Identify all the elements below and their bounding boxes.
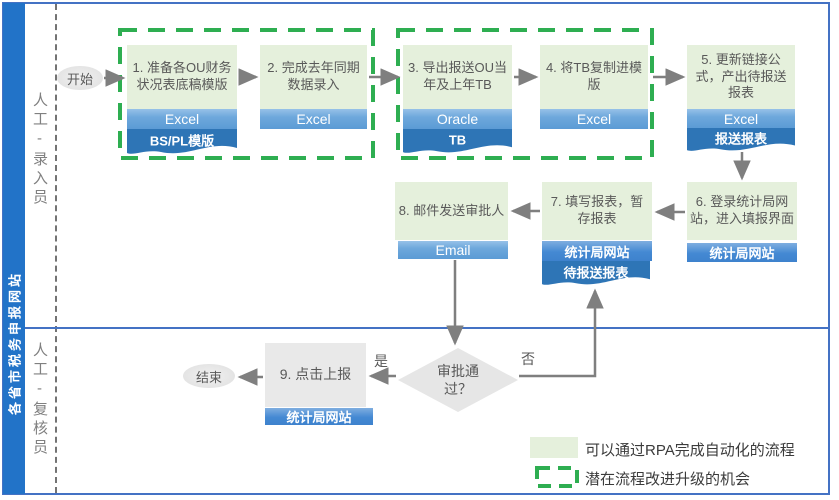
step-2-tool-badge: Excel xyxy=(260,109,367,129)
end-node: 结束 xyxy=(183,364,235,388)
decision-label: 审批通过？ xyxy=(437,362,479,397)
step-4-title: 4. 将TB复制进模版 xyxy=(545,60,643,92)
step-5-doc-label: 报送报表 xyxy=(714,131,767,147)
step-4-tool-badge: Excel xyxy=(540,109,648,129)
start-node: 开始 xyxy=(57,66,103,90)
decision-yes-label: 是 xyxy=(374,353,388,369)
step-7-site-badge: 统计局网站 xyxy=(542,241,652,261)
step-5-box: 5. 更新链接公式，产出待报送报表 xyxy=(687,45,795,109)
legend-rpa-swatch xyxy=(530,437,578,458)
lane-label-separator xyxy=(55,4,57,493)
decision-no-label: 否 xyxy=(521,351,535,367)
diamond-shape xyxy=(398,348,518,412)
step-1-doc-label: BS/PL模版 xyxy=(149,133,215,149)
step-6-box: 6. 登录统计局网站，进入填报界面 xyxy=(687,182,797,240)
step-8-box: 8. 邮件发送审批人 xyxy=(395,182,508,240)
sidebar-title: 各省市税务申报网站 xyxy=(7,270,23,416)
step-2-box: 2. 完成去年同期数据录入 xyxy=(260,45,367,109)
step-7-title: 7. 填写报表，暂存报表 xyxy=(550,194,644,226)
step-6-site-badge: 统计局网站 xyxy=(687,243,797,262)
decision-diamond: 审批通过？ xyxy=(398,348,518,412)
step-5-title: 5. 更新链接公式，产出待报送报表 xyxy=(695,52,787,101)
lane-1-label: 人工-录入员 xyxy=(31,92,48,208)
step-9-box: 9. 点击上报 xyxy=(265,343,366,407)
step-1-box: 1. 准备各OU财务状况表底稿模版 xyxy=(127,45,237,109)
step-9-site-badge: 统计局网站 xyxy=(265,408,373,425)
step-6-title: 6. 登录统计局网站，进入填报界面 xyxy=(690,194,795,226)
sidebar-bar: 各省市税务申报网站 xyxy=(3,3,25,494)
step-3-tool-badge: Oracle xyxy=(403,109,512,129)
step-8-title: 8. 邮件发送审批人 xyxy=(398,202,505,218)
step-7-box: 7. 填写报表，暂存报表 xyxy=(542,182,652,240)
step-5-doc-badge: 报送报表 xyxy=(687,128,795,152)
step-8-tool-badge: Email xyxy=(398,241,508,259)
step-3-box: 3. 导出报送OU当年及上年TB xyxy=(403,45,512,109)
step-3-title: 3. 导出报送OU当年及上年TB xyxy=(408,60,507,92)
step-1-title: 1. 准备各OU财务状况表底稿模版 xyxy=(132,60,232,92)
step-2-title: 2. 完成去年同期数据录入 xyxy=(267,60,360,92)
lane-divider xyxy=(25,327,828,329)
lane-2-label: 人工-复核员 xyxy=(31,342,48,458)
step-3-doc-label: TB xyxy=(448,132,467,147)
legend-rpa-label: 可以通过RPA完成自动化的流程 xyxy=(585,442,795,459)
step-7-doc-badge: 待报送报表 xyxy=(542,261,650,286)
step-3-doc-badge: TB xyxy=(403,129,512,154)
step-1-tool-badge: Excel xyxy=(127,109,237,129)
legend-improvement-label: 潜在流程改进升级的机会 xyxy=(585,471,751,488)
step-1-doc-badge: BS/PL模版 xyxy=(127,129,237,155)
step-4-box: 4. 将TB复制进模版 xyxy=(540,45,648,109)
document-shape xyxy=(542,261,650,285)
step-7-doc-label: 待报送报表 xyxy=(563,265,629,280)
document-shape xyxy=(687,128,795,151)
step-9-title: 9. 点击上报 xyxy=(279,366,352,383)
step-5-tool-badge: Excel xyxy=(687,109,795,128)
